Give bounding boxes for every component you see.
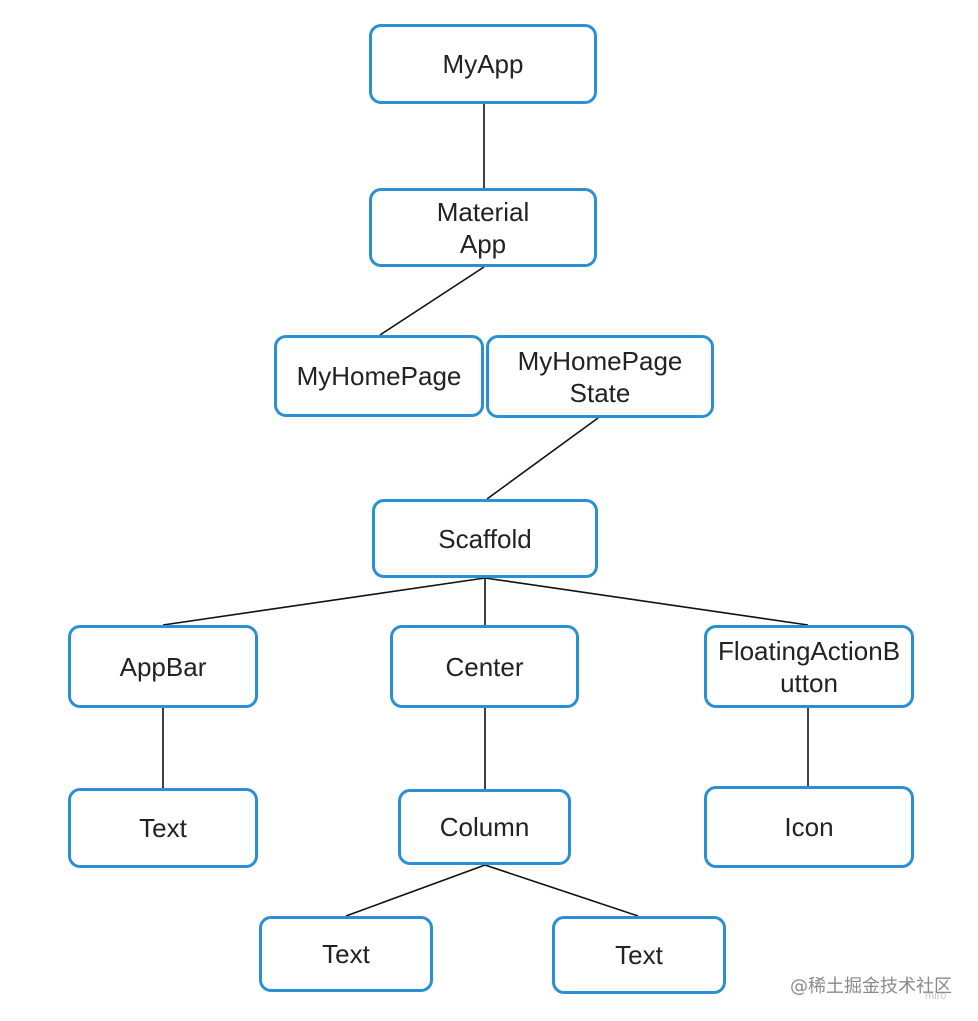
node-label: Column [439,812,530,842]
node-label: MyApp [442,49,524,79]
edge-column-text-left [345,864,486,917]
node-appbar-text: Text [68,788,258,868]
node-label: Text [139,813,187,843]
watermark-text: @稀土掘金技术社区 [790,976,952,997]
node-label: MyHomePage [517,345,683,376]
node-label: AppBar [119,651,207,682]
node-label: utton [780,667,838,698]
edge-materialapp-myhomepage [379,266,485,336]
node-column: Column [398,789,571,865]
node-materialapp: Material App [369,188,597,267]
node-icon: Icon [704,786,914,868]
node-label: State [569,377,631,408]
node-column-text-right: Text [552,916,726,994]
node-column-text-left: Text [259,916,433,992]
node-center: Center [390,625,579,708]
node-label: FloatingActionB [717,635,901,666]
edge-column-text-right [484,864,639,917]
node-label: Text [615,940,663,970]
edge-myhomepagestate-scaffold [486,417,599,500]
node-myhomepage: MyHomePage [274,335,484,417]
node-floatingactionbutton: FloatingActionB utton [704,625,914,708]
node-scaffold: Scaffold [372,499,598,578]
edge-scaffold-appbar [162,577,486,626]
miro-watermark: miro [925,990,947,1002]
node-myhomepagestate: MyHomePage State [486,335,714,418]
node-label: App [459,228,507,259]
node-label: Material [436,196,530,227]
node-label: Scaffold [438,523,532,554]
node-label: Icon [784,812,834,842]
node-label: Text [322,939,370,969]
edge-scaffold-fab [484,577,809,626]
node-myapp: MyApp [369,24,597,104]
node-appbar: AppBar [68,625,258,708]
node-label: Center [445,651,524,682]
node-label: MyHomePage [296,361,462,391]
